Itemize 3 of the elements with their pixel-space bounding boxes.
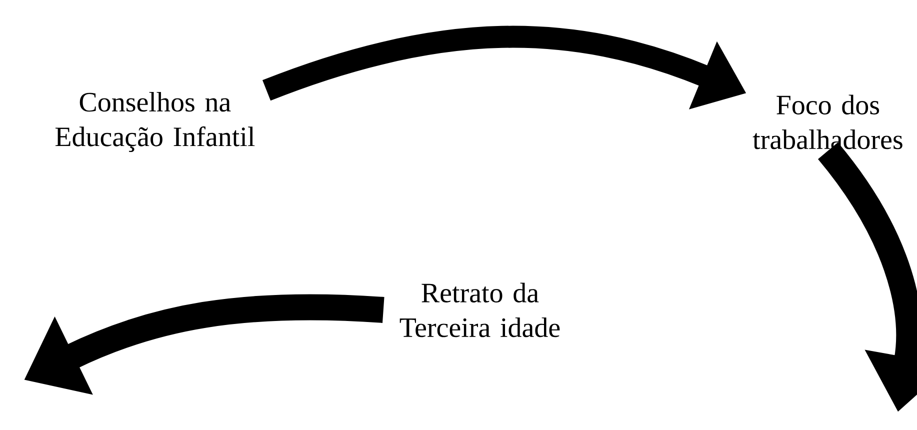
label-text: Foco dos trabalhadores <box>752 94 902 150</box>
label-text: Retrato da Terceira idade <box>400 282 560 338</box>
label-text: Conselhos na Educação Infantil <box>55 92 255 152</box>
